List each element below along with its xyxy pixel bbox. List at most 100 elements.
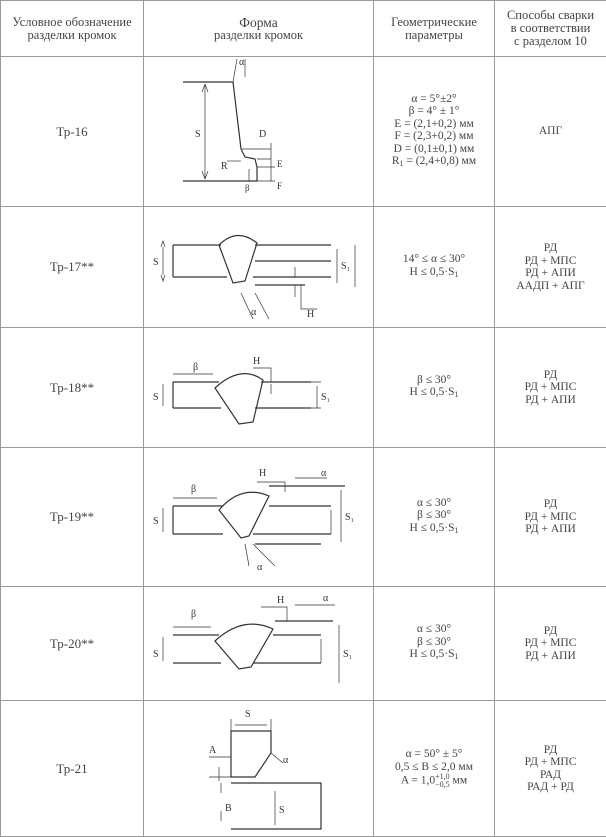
method-item: РД xyxy=(495,498,606,511)
header-parameters-line2: параметры xyxy=(374,29,494,42)
tr19-weld-bead xyxy=(219,492,269,538)
header-shape-line1: Форма xyxy=(144,16,373,29)
shape-drawing: S A α B S xyxy=(144,701,374,837)
tr16-e-label: E xyxy=(277,159,283,169)
param-r-value: = (2,4+0,8) мм xyxy=(404,155,477,167)
param-line: H ≤ 0,5·S1 xyxy=(374,522,494,538)
header-parameters-line1: Геометрические xyxy=(374,16,494,29)
param-line: R1 = (2,4+0,8) мм xyxy=(374,155,494,171)
param-line: 14° ≤ α ≤ 30° xyxy=(374,253,494,266)
row-methods: РД РД + МПС РД + АПИ xyxy=(495,328,606,448)
tr17-s1-label: S₁ xyxy=(341,261,350,272)
tr19-h-label: H xyxy=(259,468,266,479)
tr17-h-label: H xyxy=(307,309,314,320)
tr21-b-label: B xyxy=(225,803,232,814)
row-code: Тр-20** xyxy=(1,587,144,701)
param-line: β ≤ 30° xyxy=(374,636,494,649)
param-line: α = 5°±2° xyxy=(374,93,494,106)
param-line: D = (0,1±0,1) мм xyxy=(374,143,494,156)
header-methods-line3: с разделом 10 xyxy=(495,35,606,48)
param-line: A = 1,0+1,0−0,5 мм xyxy=(374,773,494,789)
method-item: РД xyxy=(495,744,606,757)
tr20-s-label: S xyxy=(153,649,159,660)
method-item: РД xyxy=(495,369,606,382)
tr18-s-label: S xyxy=(153,392,159,403)
method-item: АПГ xyxy=(495,125,606,138)
param-h-text: H ≤ 0,5·S xyxy=(410,266,455,278)
tr19-drawing: β H α S S₁ α xyxy=(145,448,373,581)
tr16-drawing: α S D R E β F xyxy=(145,57,373,201)
param-line: α ≤ 30° xyxy=(374,623,494,636)
header-shape: Форма разделки кромок xyxy=(144,1,374,57)
param-line: β = 4° ± 1° xyxy=(374,105,494,118)
tr20-beta-label: β xyxy=(191,609,196,620)
row-params: α ≤ 30° β ≤ 30° H ≤ 0,5·S1 xyxy=(374,587,495,701)
tr16-alpha-label: α xyxy=(239,57,245,68)
method-item: РД + МПС xyxy=(495,511,606,524)
tr18-h-label: H xyxy=(253,356,260,367)
param-h-text: H ≤ 0,5·S xyxy=(410,386,455,398)
method-item: РД + МПС xyxy=(495,255,606,268)
shape-drawing: α S D R E β F xyxy=(144,57,374,207)
tr20-alpha-label: α xyxy=(323,593,329,604)
tr19-s1-label: S₁ xyxy=(345,512,354,523)
tr16-s-label: S xyxy=(195,129,201,140)
row-params: β ≤ 30° H ≤ 0,5·S1 xyxy=(374,328,495,448)
param-line: E = (2,1+0,2) мм xyxy=(374,118,494,131)
tr21-s-bottom-label: S xyxy=(279,805,285,816)
row-code: Тр-18** xyxy=(1,328,144,448)
param-line: H ≤ 0,5·S1 xyxy=(374,266,494,282)
row-params: α = 50° ± 5° 0,5 ≤ B ≤ 2,0 мм A = 1,0+1,… xyxy=(374,701,495,837)
tr17-alpha-label: α xyxy=(251,307,257,318)
tr20-s1-label: S₁ xyxy=(343,649,352,660)
table-row: Тр-19** xyxy=(1,448,606,587)
tr20-weld-bead xyxy=(215,624,273,669)
tr18-beta-label: β xyxy=(193,362,198,373)
param-r-symbol: R xyxy=(392,155,400,167)
method-item: РД xyxy=(495,242,606,255)
param-unit: мм xyxy=(450,775,467,787)
header-parameters: Геометрические параметры xyxy=(374,1,495,57)
table-row: Тр-17** S xyxy=(1,207,606,328)
tr18-s1-label: S₁ xyxy=(321,392,330,403)
method-item: РД xyxy=(495,625,606,638)
table-row: Тр-21 S A α xyxy=(1,701,606,837)
header-designation: Условное обозначение разделки кромок xyxy=(1,1,144,57)
header-designation-line2: разделки кромок xyxy=(1,29,143,42)
param-a-text: A = 1,0 xyxy=(401,775,435,787)
param-line: F = (2,3+0,2) мм xyxy=(374,130,494,143)
shape-drawing: β H α S S₁ α xyxy=(144,448,374,587)
param-line: H ≤ 0,5·S1 xyxy=(374,386,494,402)
tr18-weld-bead xyxy=(215,374,263,424)
row-params: α = 5°±2° β = 4° ± 1° E = (2,1+0,2) мм F… xyxy=(374,57,495,207)
table-row: Тр-18** β H S xyxy=(1,328,606,448)
tr21-a-label: A xyxy=(209,745,217,756)
tr19-beta-label: β xyxy=(191,484,196,495)
param-subscript: 1 xyxy=(454,270,458,279)
row-code: Тр-21 xyxy=(1,701,144,837)
param-subscript: 1 xyxy=(454,652,458,661)
header-row: Условное обозначение разделки кромок Фор… xyxy=(1,1,606,57)
param-line: 0,5 ≤ B ≤ 2,0 мм xyxy=(374,761,494,774)
tr16-d-label: D xyxy=(259,129,266,140)
row-methods: РД РД + МПС РД + АПИ ААДП + АПГ xyxy=(495,207,606,328)
param-line: β ≤ 30° xyxy=(374,509,494,522)
method-item: РД + МПС xyxy=(495,756,606,769)
header-methods: Способы сварки в соответствии с разделом… xyxy=(495,1,606,57)
method-item: РД + АПИ xyxy=(495,394,606,407)
tr17-s-label: S xyxy=(153,257,159,268)
param-line: H ≤ 0,5·S1 xyxy=(374,648,494,664)
row-code: Тр-19** xyxy=(1,448,144,587)
table-row: Тр-16 α S D xyxy=(1,57,606,207)
param-line: β ≤ 30° xyxy=(374,374,494,387)
table-row: Тр-20** β H xyxy=(1,587,606,701)
param-subscript: 1 xyxy=(454,390,458,399)
tr21-s-top-label: S xyxy=(245,709,251,720)
tr18-drawing: β H S S₁ xyxy=(145,328,373,442)
tr17-weld-bead xyxy=(219,235,257,283)
shape-drawing: β H S S₁ xyxy=(144,328,374,448)
method-item: РАД xyxy=(495,769,606,782)
tr20-h-label: H xyxy=(277,595,284,606)
header-shape-line2: разделки кромок xyxy=(144,29,373,42)
